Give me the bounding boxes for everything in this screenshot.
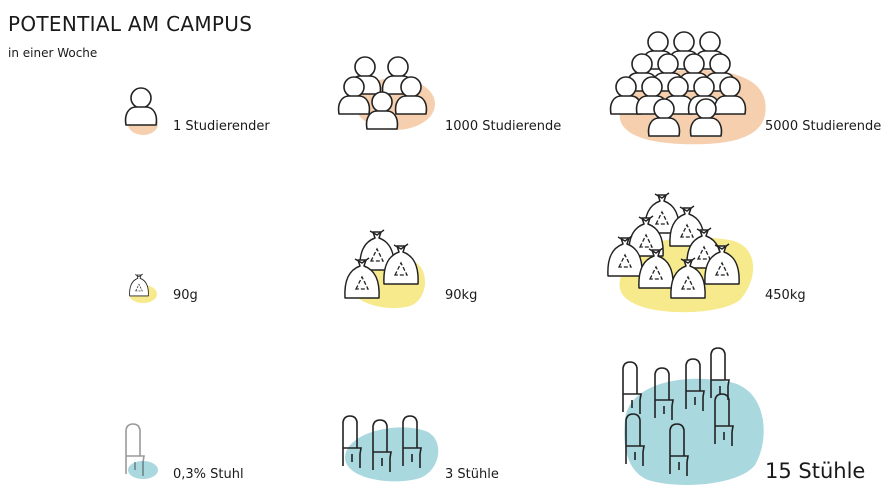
label-0-3-stuhl: 0,3% Stuhl — [173, 467, 244, 482]
page-subtitle: in einer Woche — [8, 46, 98, 60]
label-450kg: 450kg — [765, 288, 806, 303]
label-3-stuehle: 3 Stühle — [445, 467, 499, 482]
label-1-studierender: 1 Studierender — [173, 119, 270, 134]
recycling-bag-icon — [129, 273, 149, 297]
label-90g: 90g — [173, 288, 198, 303]
students-row — [124, 31, 766, 145]
chairs-row — [125, 347, 764, 485]
label-90kg: 90kg — [445, 288, 478, 303]
page-title: POTENTIAL AM CAMPUS — [8, 12, 253, 36]
color-blob — [345, 427, 439, 482]
person-icon — [124, 87, 158, 126]
label-15-stuehle: 15 Stühle — [765, 459, 866, 483]
waste-row — [129, 192, 754, 313]
label-1000-studierende: 1000 Studierende — [445, 119, 562, 134]
color-blob — [624, 378, 764, 485]
label-5000-studierende: 5000 Studierende — [765, 119, 882, 134]
